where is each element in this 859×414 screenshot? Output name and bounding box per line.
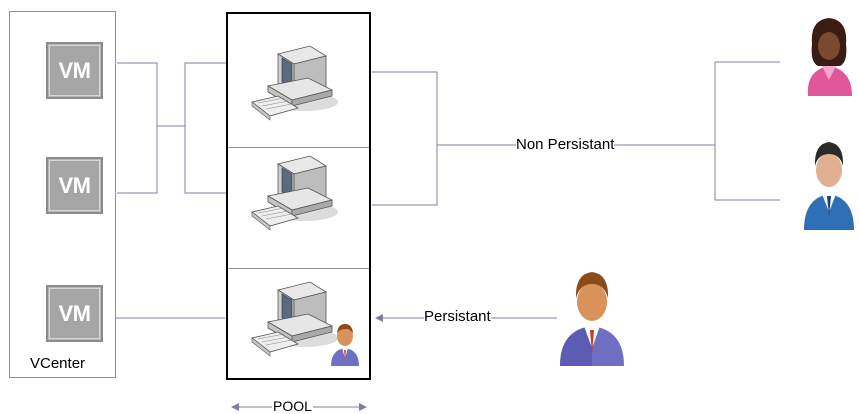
desktop-icon[interactable] (248, 152, 340, 238)
vm-tile[interactable]: VM (46, 157, 103, 214)
desktop-icon[interactable] (248, 42, 340, 128)
vm-label: VM (49, 160, 100, 211)
persistent-label: Persistant (424, 308, 491, 325)
non-persistent-label: Non Persistant (516, 136, 615, 153)
female-user-icon[interactable] (800, 14, 858, 98)
vcenter-label: VCenter (30, 355, 86, 372)
vm-tile[interactable]: VM (46, 42, 103, 99)
vm-bracket-left (117, 62, 158, 194)
male-user-icon[interactable] (800, 134, 858, 232)
desktop-icon[interactable] (248, 278, 340, 364)
vm-label: VM (49, 45, 100, 96)
pool-divider (228, 268, 369, 269)
pool-divider (228, 147, 369, 148)
assigned-user-icon (331, 324, 359, 366)
pool-bracket-left (184, 62, 227, 194)
pool-bracket-right (372, 71, 438, 206)
vm-label: VM (49, 288, 100, 339)
vm-tile[interactable]: VM (46, 285, 103, 342)
vcenter-container: VM VM VM (9, 11, 116, 378)
persistent-user-icon[interactable] (556, 268, 628, 368)
user-bracket (714, 61, 780, 201)
pool-label: POOL (272, 398, 313, 414)
